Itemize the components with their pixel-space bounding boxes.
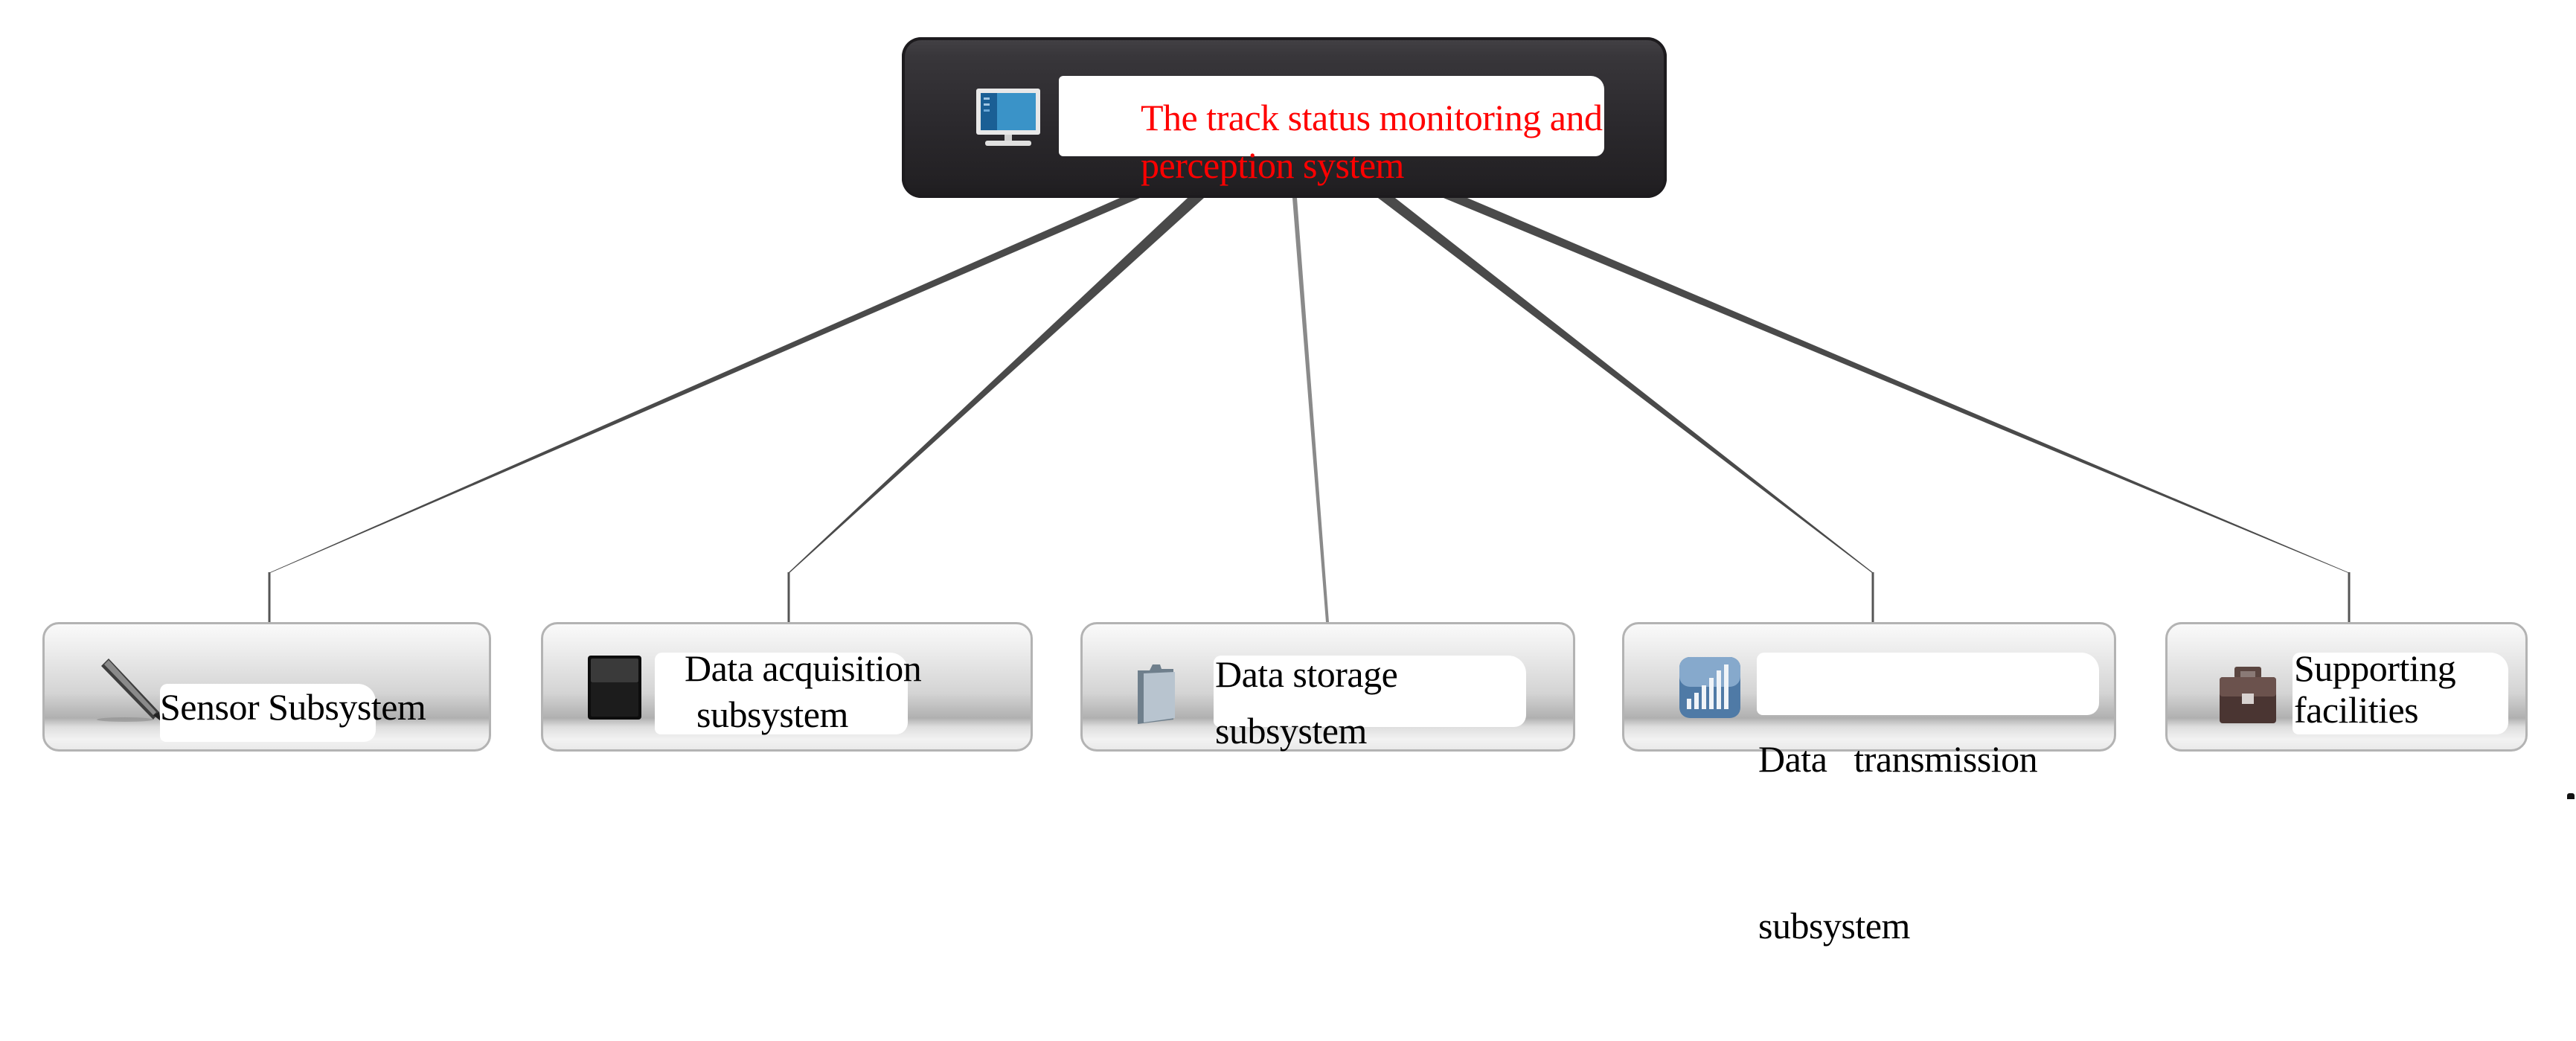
child-label-line1: Sensor Subsystem — [160, 686, 426, 728]
child-label-line1: Data storage — [1215, 653, 1398, 695]
child-label-line1: Supporting — [2294, 647, 2456, 689]
connector-sensor — [269, 198, 1140, 573]
child-node-data-transmission[interactable]: Data transmission subsystem — [1622, 622, 2116, 946]
connector-acquisition — [788, 198, 1204, 573]
root-node-title: The track status monitoring and percepti… — [1141, 94, 1676, 189]
connector-storage — [1292, 198, 1329, 622]
text-background-patch — [1757, 653, 2099, 715]
connector-lines — [268, 198, 2351, 622]
stray-mark — [2567, 793, 2575, 799]
text-background-patch — [1059, 76, 1604, 156]
text-background-patch — [1214, 656, 1526, 727]
monitor-icon — [976, 89, 1040, 146]
black-device-icon — [588, 656, 641, 720]
child-label-line2: subsystem — [1215, 710, 1367, 752]
child-node-data-storage[interactable]: Data storage subsystem — [1080, 622, 1575, 752]
child-node-supporting-facilities[interactable]: Supporting facilities — [2165, 622, 2528, 752]
child-label-line2: subsystem — [696, 694, 848, 735]
root-node-track-monitoring-system[interactable]: The track status monitoring and percepti… — [902, 37, 1667, 198]
child-label: Data transmission subsystem — [1758, 644, 2038, 1041]
pen-sensor-icon — [97, 659, 161, 722]
signal-bars-icon — [1679, 657, 1740, 718]
connector-supporting — [1444, 198, 2350, 573]
child-label: Data acquisition subsystem — [685, 645, 922, 737]
text-background-patch — [160, 684, 376, 742]
system-hierarchy-diagram: The track status monitoring and percepti… — [42, 37, 2575, 946]
child-label: Data storage subsystem — [1215, 651, 1398, 754]
child-label: Supporting facilities — [2294, 645, 2456, 733]
root-title-line2: perception system — [1141, 144, 1404, 186]
child-label-line1: Data acquisition — [685, 647, 922, 689]
root-title-line1: The track status monitoring and — [1141, 97, 1603, 138]
child-node-sensor-subsystem[interactable]: Sensor Subsystem — [42, 622, 491, 752]
child-node-data-acquisition[interactable]: Data acquisition subsystem — [541, 622, 1033, 752]
text-background-patch — [2293, 653, 2508, 734]
text-background-patch — [655, 653, 908, 734]
child-label-line1: Data transmission — [1758, 738, 2038, 780]
child-label-line2: facilities — [2294, 689, 2419, 731]
folder-icon — [1138, 664, 1175, 724]
child-label: Sensor Subsystem — [160, 684, 426, 730]
briefcase-icon — [2220, 667, 2276, 723]
child-label-line2: subsystem — [1758, 905, 1910, 946]
connector-transmission — [1378, 198, 1874, 573]
